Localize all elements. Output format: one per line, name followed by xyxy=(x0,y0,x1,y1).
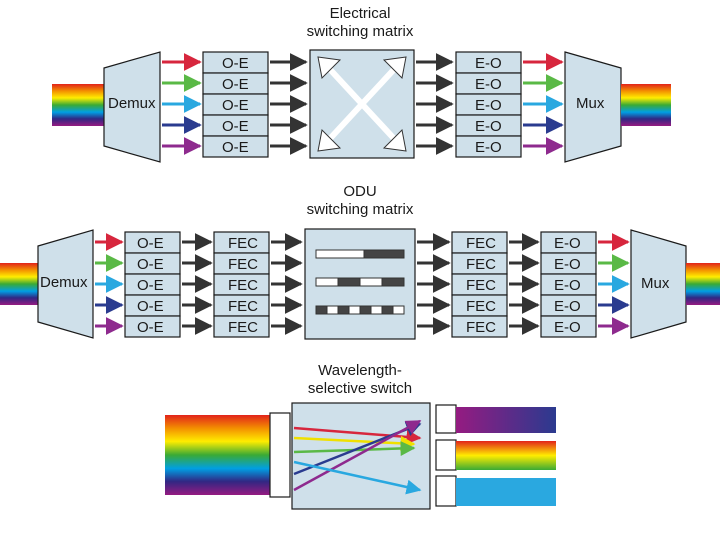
output-beam-cyan xyxy=(456,478,556,506)
odu-in-arrows xyxy=(271,233,303,335)
oe-label: O-E xyxy=(137,235,164,252)
odu-frame-icons xyxy=(315,249,405,315)
fec-label: FEC xyxy=(466,298,496,315)
fec-label: FEC xyxy=(466,319,496,336)
oe-label: O-E xyxy=(222,97,249,114)
section-odu: ODU switching matrix Demux O-E O-E O-E O… xyxy=(0,183,720,340)
output-rainbow-beam xyxy=(621,84,671,126)
mux-label: Mux xyxy=(576,95,605,112)
fec-out-column: FEC FEC FEC FEC FEC xyxy=(451,231,508,338)
output-beam-red-yellow-green xyxy=(456,441,556,470)
eo-label: E-O xyxy=(475,139,502,156)
section-wss: Wavelength- selective switch xyxy=(165,362,556,510)
section2-title-line2: switching matrix xyxy=(307,201,414,218)
wss-beam-paths xyxy=(293,419,422,495)
demux-output-arrows xyxy=(162,53,202,155)
output-beam-purple-blue xyxy=(456,407,556,433)
fec-in-column: FEC FEC FEC FEC FEC xyxy=(213,231,270,338)
output-port-1 xyxy=(435,404,457,434)
input-collimator xyxy=(269,412,291,498)
fec-label: FEC xyxy=(228,256,258,273)
fec-label: FEC xyxy=(466,277,496,294)
eo-label: E-O xyxy=(554,235,581,252)
section-electrical: Electrical switching matrix Demux O-E O-… xyxy=(52,5,671,163)
input-rainbow-beam xyxy=(52,84,104,126)
mux-trapezoid xyxy=(564,51,622,163)
section2-title-line1: ODU xyxy=(343,183,376,200)
output-rainbow-beam xyxy=(686,263,720,305)
eo-label: E-O xyxy=(554,298,581,315)
demux-trapezoid xyxy=(103,51,161,163)
mux-label: Mux xyxy=(641,275,670,292)
mux-trapezoid xyxy=(630,229,687,339)
oe-label: O-E xyxy=(222,55,249,72)
input-rainbow-beam xyxy=(165,415,270,495)
oe-label: O-E xyxy=(137,319,164,336)
wss-box xyxy=(291,402,431,510)
oe-label: O-E xyxy=(137,277,164,294)
demux-output-arrows xyxy=(95,233,124,335)
eo-in-arrows xyxy=(509,233,540,335)
demux-label: Demux xyxy=(40,274,88,291)
output-port-2 xyxy=(435,439,457,471)
fec-label: FEC xyxy=(228,298,258,315)
fec-label: FEC xyxy=(228,277,258,294)
fec-label: FEC xyxy=(228,319,258,336)
fec-label: FEC xyxy=(228,235,258,252)
oe-label: O-E xyxy=(222,76,249,93)
matrix-input-arrows xyxy=(270,53,308,155)
input-rainbow-beam xyxy=(0,263,38,305)
fec-label: FEC xyxy=(466,235,496,252)
eo-label: E-O xyxy=(475,97,502,114)
eo-label: E-O xyxy=(475,55,502,72)
fec-in-arrows xyxy=(182,233,213,335)
section3-title-line2: selective switch xyxy=(308,380,412,397)
section1-title-line1: Electrical xyxy=(330,5,391,22)
section1-title-line2: switching matrix xyxy=(307,23,414,40)
demux-trapezoid xyxy=(37,229,94,339)
section3-title-line1: Wavelength- xyxy=(318,362,402,379)
oe-column: O-E O-E O-E O-E O-E xyxy=(202,51,269,158)
oe-column: O-E O-E O-E O-E O-E xyxy=(124,231,181,338)
mux-input-arrows xyxy=(598,233,630,335)
oe-label: O-E xyxy=(137,256,164,273)
output-port-3 xyxy=(435,475,457,507)
eo-label: E-O xyxy=(475,76,502,93)
cross-arrows-icon xyxy=(317,56,407,152)
eo-label: E-O xyxy=(475,118,502,135)
eo-label: E-O xyxy=(554,256,581,273)
eo-column: E-O E-O E-O E-O E-O xyxy=(540,231,597,338)
oe-label: O-E xyxy=(222,139,249,156)
mux-input-arrows xyxy=(523,53,564,155)
matrix-output-arrows xyxy=(416,53,454,155)
demux-label: Demux xyxy=(108,95,156,112)
fec-label: FEC xyxy=(466,256,496,273)
eo-label: E-O xyxy=(554,277,581,294)
eo-label: E-O xyxy=(554,319,581,336)
eo-column: E-O E-O E-O E-O E-O xyxy=(455,51,522,158)
oe-label: O-E xyxy=(222,118,249,135)
oe-label: O-E xyxy=(137,298,164,315)
odu-out-arrows xyxy=(417,233,451,335)
